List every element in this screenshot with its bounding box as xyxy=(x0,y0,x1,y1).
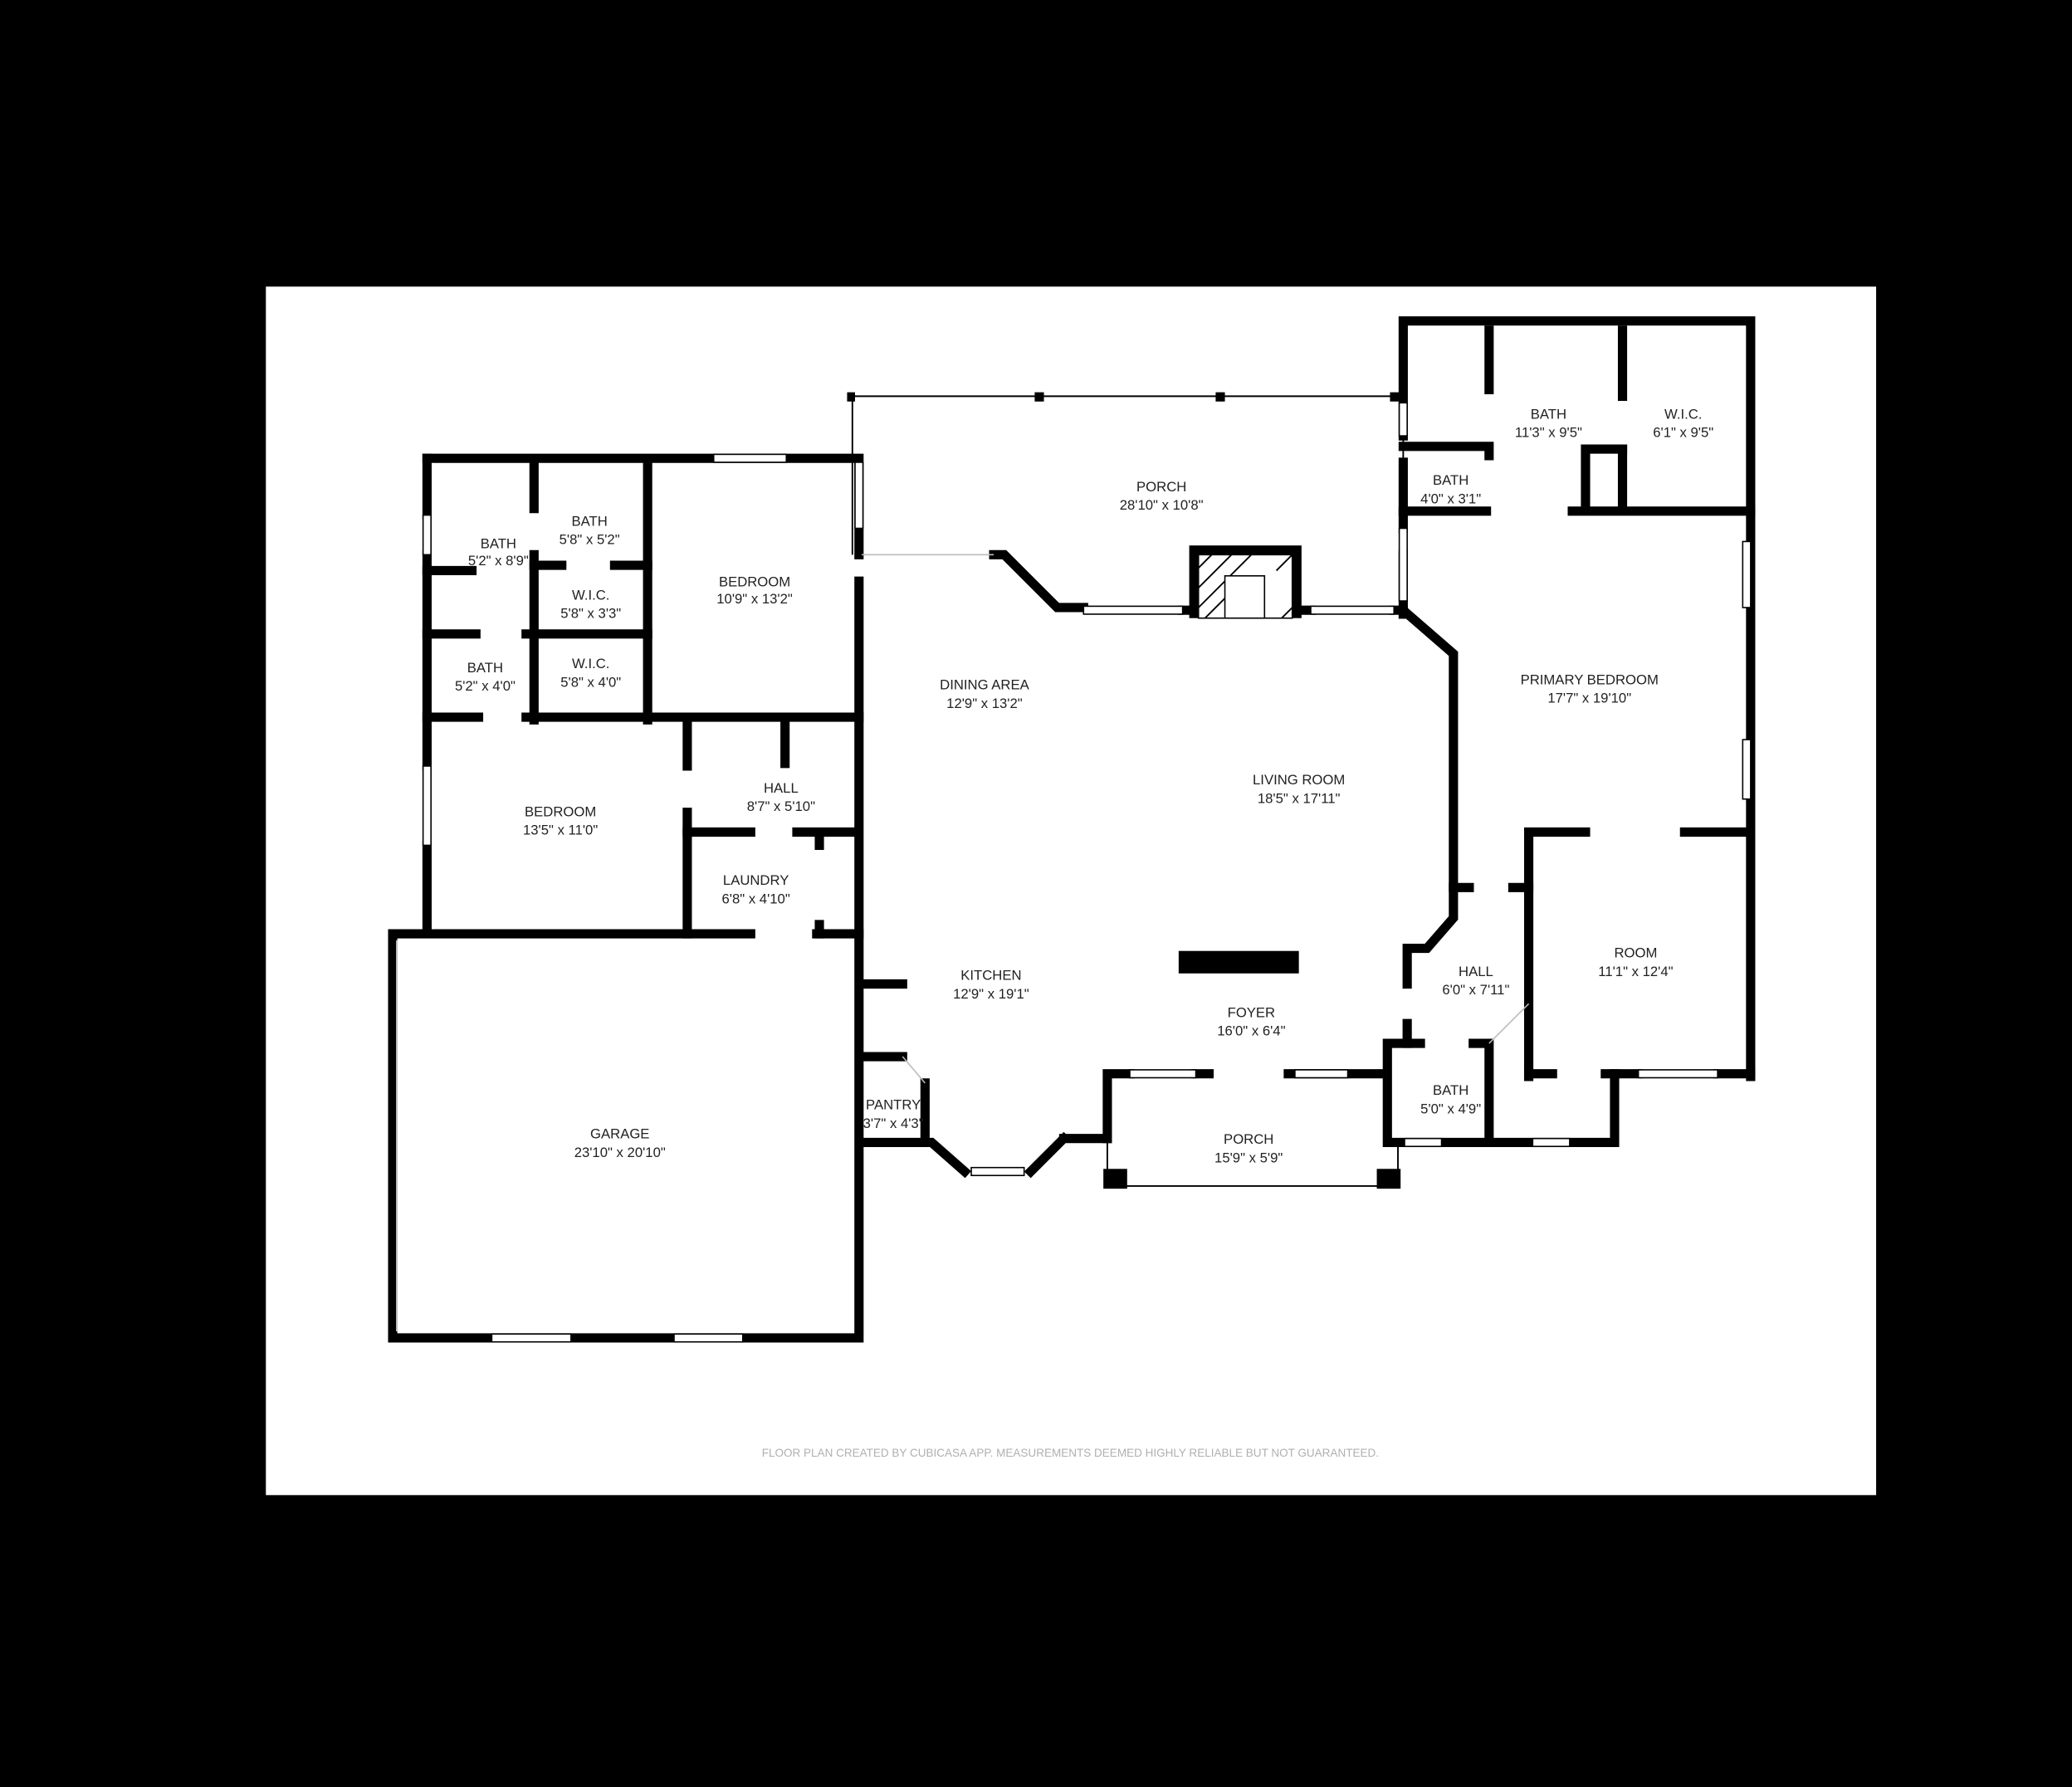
room-size: 6'8" x 4'10" xyxy=(722,891,790,906)
room-name: DINING AREA xyxy=(940,677,1029,693)
room-name: BATH xyxy=(572,513,608,529)
room-name: FOYER xyxy=(1228,1004,1276,1020)
room-size: 18'5" x 17'11" xyxy=(1258,790,1341,806)
room-name: BEDROOM xyxy=(719,574,790,590)
room-labels: BATH 5'2" x 8'9" BATH 5'8" x 5'2" W.I.C.… xyxy=(455,406,1713,1165)
room-name: BATH xyxy=(1531,406,1566,422)
room-size: 28'10" x 10'8" xyxy=(1120,497,1204,513)
room-name: BATH xyxy=(1433,1082,1468,1098)
room-size: 5'8" x 4'0" xyxy=(560,674,621,690)
room-name: W.I.C. xyxy=(572,656,609,671)
room-size: 10'9" x 13'2" xyxy=(716,591,793,607)
room-name: LAUNDRY xyxy=(723,872,789,888)
room-size: 5'8" x 3'3" xyxy=(560,606,621,622)
room-name: LIVING ROOM xyxy=(1253,772,1345,788)
room-name: BATH xyxy=(1433,472,1468,488)
kitchen-island xyxy=(1178,950,1299,974)
room-name: GARAGE xyxy=(590,1126,649,1142)
room-name: BATH xyxy=(467,660,503,676)
room-size: 8'7" x 5'10" xyxy=(747,798,815,814)
room-size: 13'5" x 11'0" xyxy=(523,823,598,838)
room-size: 11'3" x 9'5" xyxy=(1515,425,1582,441)
room-name: HALL xyxy=(1459,964,1493,979)
disclaimer-footer: FLOOR PLAN CREATED BY CUBICASA APP. MEAS… xyxy=(762,1447,1379,1459)
room-name: PORCH xyxy=(1224,1131,1273,1147)
room-size: 16'0" x 6'4" xyxy=(1217,1023,1285,1039)
windows xyxy=(422,402,1752,1343)
room-name: ROOM xyxy=(1614,945,1657,961)
paper xyxy=(266,286,1877,1496)
room-size: 6'0" x 7'11" xyxy=(1442,982,1509,998)
walls xyxy=(388,316,1756,1343)
room-size: 5'2" x 8'9" xyxy=(468,553,529,569)
room-size: 3'7" x 4'3" xyxy=(863,1116,924,1131)
room-name: HALL xyxy=(764,780,799,796)
room-name: KITCHEN xyxy=(960,968,1021,984)
room-name: W.I.C. xyxy=(1664,406,1702,422)
room-size: 4'0" x 3'1" xyxy=(1420,491,1481,506)
room-size: 5'8" x 5'2" xyxy=(560,532,620,548)
room-size: 17'7" x 19'10" xyxy=(1547,691,1631,706)
room-size: 23'10" x 20'10" xyxy=(574,1145,666,1160)
room-size: 15'9" x 5'9" xyxy=(1214,1150,1283,1165)
room-size: 5'0" x 4'9" xyxy=(1420,1101,1481,1116)
room-size: 5'2" x 4'0" xyxy=(455,678,516,694)
room-name: BATH xyxy=(481,535,516,551)
room-size: 11'1" x 12'4" xyxy=(1598,964,1673,979)
room-name: PRIMARY BEDROOM xyxy=(1521,671,1659,687)
room-size: 12'9" x 19'1" xyxy=(953,986,1029,1002)
room-name: W.I.C. xyxy=(572,587,609,603)
room-size: 6'1" x 9'5" xyxy=(1653,425,1713,441)
room-name: BEDROOM xyxy=(525,803,596,819)
room-size: 12'9" x 13'2" xyxy=(946,696,1023,711)
room-name: PORCH xyxy=(1136,479,1186,495)
room-name: PANTRY xyxy=(866,1097,921,1113)
